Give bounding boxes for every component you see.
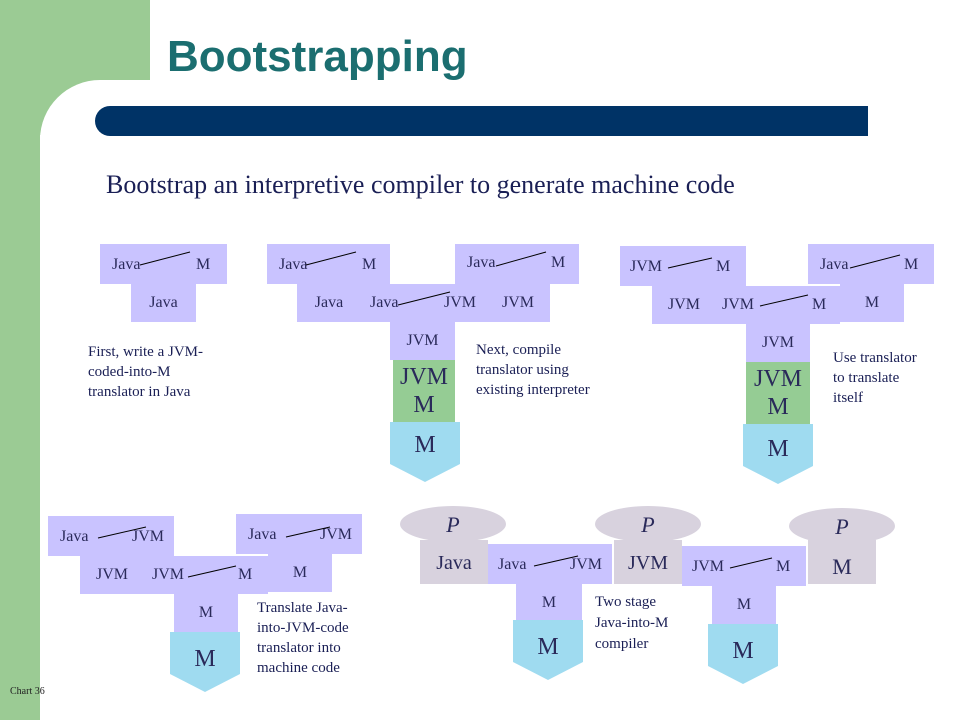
interpreter-machine: M <box>767 394 789 420</box>
arrow-icon <box>305 251 357 266</box>
arrow-icon <box>495 251 547 267</box>
program-name: P <box>641 512 655 537</box>
machine-label: M <box>732 638 754 664</box>
translator-stem: M <box>516 584 582 622</box>
arrow-icon <box>187 565 237 578</box>
interpreter-language: JVM <box>399 364 448 390</box>
source-language: Java <box>820 256 849 273</box>
translator-top <box>100 244 227 284</box>
source-language: Java <box>279 256 308 273</box>
translator-stem: JVM <box>746 324 810 362</box>
compiler-top <box>361 284 486 322</box>
translator-top <box>716 286 840 324</box>
slide-title: Bootstrapping <box>167 32 468 81</box>
arrow-icon <box>667 257 713 269</box>
source-language: Java <box>248 526 277 543</box>
arrow-icon <box>397 291 451 306</box>
arrow-icon <box>849 254 901 269</box>
machine-shape <box>170 632 240 692</box>
machine-shape <box>708 624 778 684</box>
target-language: M <box>904 256 919 273</box>
translator-stem: JVM <box>486 284 550 322</box>
source-language: JVM <box>692 558 725 575</box>
interpreter-box <box>746 362 810 424</box>
title-underline-bar <box>95 106 868 136</box>
translator-stem: JVM <box>652 286 716 324</box>
program-language: M <box>832 554 852 579</box>
translator-top <box>488 544 612 584</box>
target-language: M <box>362 256 377 273</box>
translator-stem: M <box>712 586 776 624</box>
target-language: M <box>812 296 827 313</box>
source-language: JVM <box>722 296 755 313</box>
source-language: Java <box>112 256 141 273</box>
interpreter-machine: M <box>413 392 435 418</box>
arrow-icon <box>97 526 147 539</box>
target-language: M <box>776 558 791 575</box>
target-language: JVM <box>132 528 165 545</box>
program-language: JVM <box>627 552 668 574</box>
target-language: JVM <box>320 526 353 543</box>
program-name: P <box>446 512 460 537</box>
machine-label: M <box>537 634 559 660</box>
source-language: JVM <box>630 258 663 275</box>
translator-stem: JVM <box>80 556 144 594</box>
slide-footer: Chart 36 <box>10 686 45 697</box>
translator-stem: Java <box>131 284 196 322</box>
machine-shape <box>743 424 813 484</box>
accent-curve <box>40 80 210 230</box>
translator-top <box>144 556 268 594</box>
translator-top <box>682 546 806 586</box>
translator-top <box>48 516 174 556</box>
program-shape <box>789 508 895 584</box>
translator-stem: M <box>174 594 238 632</box>
translator-stem: Java <box>297 284 361 322</box>
machine-label: M <box>414 432 436 458</box>
arrow-icon <box>759 294 809 307</box>
interpreter-language: JVM <box>753 366 802 392</box>
arrow-icon <box>139 251 191 266</box>
arrow-icon <box>729 557 773 569</box>
arrow-icon <box>285 526 331 538</box>
machine-label: M <box>767 436 789 462</box>
target-language: JVM <box>570 556 603 573</box>
compiler-source: Java <box>370 294 399 311</box>
machine-shape <box>390 422 460 482</box>
program-language: Java <box>436 552 472 574</box>
source-language: Java <box>498 556 527 573</box>
translator-top <box>620 246 746 286</box>
translator-top <box>455 244 579 284</box>
compiler-stem: JVM <box>390 322 455 360</box>
machine-label: M <box>194 646 216 672</box>
arrow-icon <box>533 555 579 567</box>
target-language: M <box>238 566 253 583</box>
target-language: M <box>196 256 211 273</box>
machine-shape <box>513 620 583 680</box>
program-shape <box>400 506 506 584</box>
compiler-target: JVM <box>444 294 477 311</box>
translator-top <box>808 244 934 284</box>
translator-stem: M <box>840 284 904 322</box>
implementation-language: Java <box>149 294 178 311</box>
program-shape <box>595 506 701 584</box>
slide-subtitle: Bootstrap an interpretive compiler to ge… <box>106 170 735 199</box>
source-language: JVM <box>152 566 185 583</box>
source-language: Java <box>60 528 89 545</box>
interpreter-box <box>393 360 455 422</box>
target-language: M <box>716 258 731 275</box>
target-language: M <box>551 254 566 271</box>
source-language: Java <box>467 254 496 271</box>
program-name: P <box>835 514 849 539</box>
translator-top <box>267 244 390 284</box>
translator-stem: M <box>268 554 332 592</box>
